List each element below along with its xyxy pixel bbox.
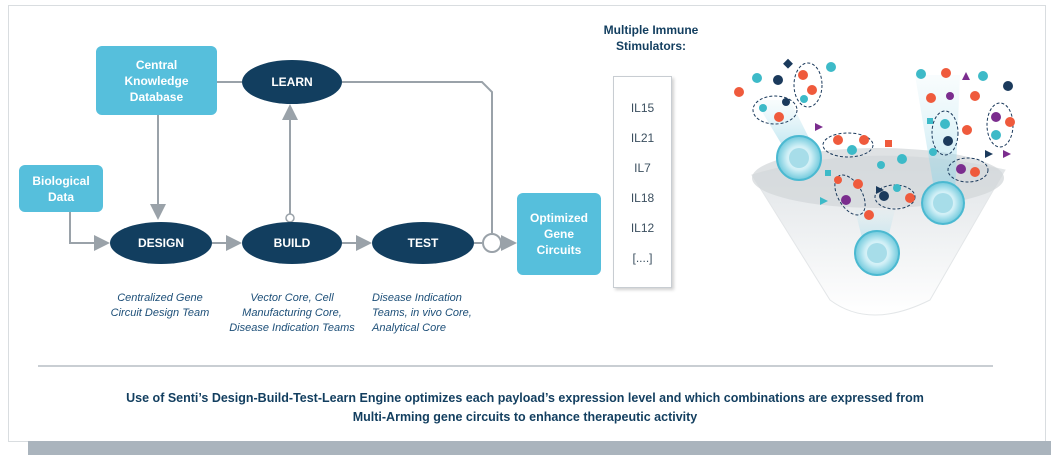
stimulator-item: IL15 xyxy=(630,101,655,115)
stimulator-item: IL12 xyxy=(630,221,655,235)
design-node: DESIGN xyxy=(110,222,212,264)
stimulator-item: IL21 xyxy=(630,131,655,145)
test-caption: Disease Indication Teams, in vivo Core, … xyxy=(372,292,472,334)
arrow-learn-junction xyxy=(342,81,493,233)
molecule-cluster xyxy=(931,110,959,156)
design-caption: Centralized Gene Circuit Design Team xyxy=(110,292,210,319)
molecule-cluster xyxy=(947,157,989,183)
stimulator-item: IL7 xyxy=(634,161,651,175)
light-beam xyxy=(915,75,960,195)
arrow-bio-design xyxy=(69,212,110,251)
divider-line xyxy=(38,365,993,367)
stimulators-list: IL15 IL21 IL7 IL18 IL12 [....] xyxy=(613,76,672,288)
molecule-cluster xyxy=(793,62,823,108)
molecule-dots xyxy=(734,58,1015,220)
junction-circle xyxy=(482,233,502,253)
stimulator-item: IL18 xyxy=(630,191,655,205)
immune-cell xyxy=(776,135,822,181)
build-caption: Vector Core, Cell Manufacturing Core, Di… xyxy=(229,292,355,334)
build-node: BUILD xyxy=(242,222,342,264)
test-node: TEST xyxy=(372,222,474,264)
stimulator-item: [....] xyxy=(632,251,653,265)
optimized-gene-circuits-box: Optimized Gene Circuits xyxy=(517,193,601,275)
learn-node: LEARN xyxy=(242,60,342,104)
molecule-cluster xyxy=(834,174,866,216)
molecule-cluster xyxy=(752,95,798,125)
immune-cell xyxy=(854,230,900,276)
molecule-cluster xyxy=(822,132,874,158)
central-knowledge-database-box: Central Knowledge Database xyxy=(96,46,217,115)
biological-data-box: Biological Data xyxy=(19,165,103,212)
immune-cell xyxy=(921,181,965,225)
footer-caption: Use of Senti’s Design-Build-Test-Learn E… xyxy=(126,391,924,424)
stimulators-title: Multiple Immune Stimulators: xyxy=(603,23,699,53)
bottom-bar xyxy=(28,441,1051,455)
